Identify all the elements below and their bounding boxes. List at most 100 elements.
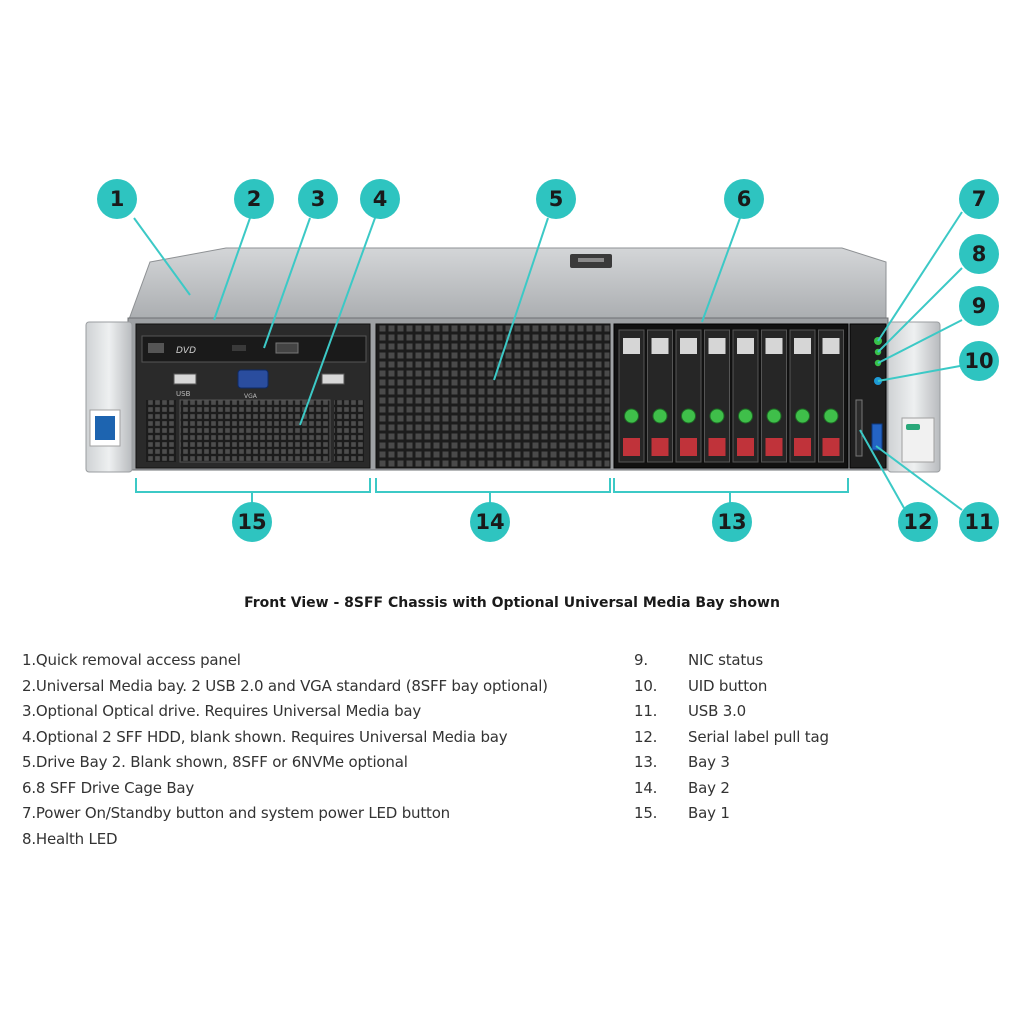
callout-number: 15: [237, 510, 266, 534]
callout-circle: [898, 502, 938, 542]
legend-text: 8 SFF Drive Cage Bay: [35, 778, 195, 797]
drive-release-latch[interactable]: [737, 438, 754, 456]
drive-release-latch[interactable]: [680, 438, 697, 456]
callout-circle: [724, 179, 764, 219]
drive-release-latch[interactable]: [651, 438, 669, 456]
drive-status-led: [795, 408, 810, 424]
legend-item: 14. Bay 2: [634, 776, 1014, 802]
callout-circle: [959, 341, 999, 381]
drive-bay-2-blank[interactable]: [375, 323, 611, 469]
sff-drive-2[interactable]: [647, 329, 673, 463]
callout-12: 12: [898, 502, 938, 542]
legend-number: 10.: [634, 676, 658, 695]
callout-number: 8: [972, 242, 987, 266]
legend-item: 11. USB 3.0: [634, 699, 1014, 725]
usb-3-port[interactable]: [871, 423, 883, 451]
sff-drive-8[interactable]: [818, 329, 844, 463]
legend-item: 12.Serial label pull tag: [634, 725, 1014, 751]
left-rack-ear: [85, 321, 133, 473]
legend-item: 15.Bay 1: [634, 801, 1014, 827]
optical-drive[interactable]: [141, 335, 367, 363]
callout-circle: [959, 502, 999, 542]
legend-text: Power On/Standby button and system power…: [35, 804, 450, 822]
drive-release-latch[interactable]: [765, 438, 783, 456]
callout-14: 14: [470, 502, 510, 542]
sff-drive-4[interactable]: [704, 329, 730, 463]
legend-number: 8.: [22, 829, 36, 848]
callout-number: 6: [737, 187, 752, 211]
callout-15: 15: [232, 502, 272, 542]
callout-3: 3: [298, 179, 338, 219]
callout-number: 14: [475, 510, 504, 534]
callout-circle: [959, 286, 999, 326]
sff-drive-5[interactable]: [732, 329, 759, 463]
drive-status-led: [738, 408, 753, 424]
drive-status-led: [652, 408, 668, 424]
legend-text: Optional Optical drive. Requires Univers…: [35, 702, 422, 720]
legend-item: 7.Power On/Standby button and system pow…: [22, 801, 622, 827]
usb-2-port-left[interactable]: [173, 373, 197, 385]
callout-1: 1: [97, 179, 137, 219]
drive-release-latch[interactable]: [623, 438, 640, 456]
sff-drive-3[interactable]: [675, 329, 702, 463]
callout-number: 13: [717, 510, 746, 534]
drive-release-latch[interactable]: [708, 438, 726, 456]
legend-item: 3.Optional Optical drive. Requires Unive…: [22, 699, 622, 725]
callout-number: 4: [373, 187, 388, 211]
figure-caption: Front View - 8SFF Chassis with Optional …: [244, 595, 780, 611]
legend-number: 4.: [22, 727, 36, 746]
legend-text: Bay 3: [688, 753, 730, 771]
legend-text: USB 3.0: [688, 702, 747, 720]
bay-2-bracket: [375, 478, 611, 493]
drive-group: [618, 329, 844, 463]
callout-circle: [536, 179, 576, 219]
drive-status-led: [766, 408, 782, 424]
sff-drive-1[interactable]: [618, 329, 645, 463]
callout-circle: [360, 179, 400, 219]
legend-number: 11.: [634, 702, 658, 720]
drive-release-latch[interactable]: [822, 438, 840, 456]
legend-number: 1.: [22, 651, 36, 669]
legend-number: 9.: [634, 651, 648, 669]
callout-11: 11: [959, 502, 999, 542]
drive-status-led: [709, 408, 725, 424]
callout-circle: [298, 179, 338, 219]
callout-circle: [959, 179, 999, 219]
callout-number: 12: [903, 510, 932, 534]
serial-label-pull-tag[interactable]: [855, 399, 863, 457]
usb-left-label: USB: [176, 390, 191, 398]
legend-item: 5.Drive Bay 2. Blank shown, 8SFF or 6NVM…: [22, 750, 622, 776]
callout-circle: [712, 502, 752, 542]
legend-text: Universal Media bay. 2 USB 2.0 and VGA s…: [35, 676, 548, 695]
legend-item: 4.Optional 2 SFF HDD, blank shown. Requi…: [22, 725, 622, 751]
callout-7: 7: [959, 179, 999, 219]
legend-number: 13.: [634, 753, 658, 771]
legend-text: UID button: [688, 676, 768, 695]
callout-circle: [959, 234, 999, 274]
legend-text: Bay 2: [688, 778, 730, 797]
callout-number: 3: [311, 187, 326, 211]
drive-status-led: [681, 408, 696, 424]
callout-number: 2: [247, 187, 262, 211]
legend-number: 12.: [634, 727, 658, 746]
sff-drive-6[interactable]: [761, 329, 787, 463]
legend-item: 6.8 SFF Drive Cage Bay: [22, 776, 622, 802]
callout-2: 2: [234, 179, 274, 219]
vga-label: VGA: [244, 393, 258, 400]
vga-port[interactable]: [237, 369, 269, 389]
sff-hdd-blank[interactable]: [179, 399, 331, 463]
dvd-label: DVD: [176, 346, 196, 356]
sff-drive-7[interactable]: [789, 329, 816, 463]
legend-item: 13. Bay 3: [634, 750, 1014, 776]
callout-10: 10: [959, 341, 999, 381]
legend-number: 3.: [22, 702, 36, 720]
drive-release-latch[interactable]: [794, 438, 811, 456]
legend-item: 1.Quick removal access panel: [22, 648, 622, 674]
legend-number: 14.: [634, 778, 658, 797]
callout-5: 5: [536, 179, 576, 219]
callout-8: 8: [959, 234, 999, 274]
usb-2-port-right[interactable]: [321, 373, 345, 385]
